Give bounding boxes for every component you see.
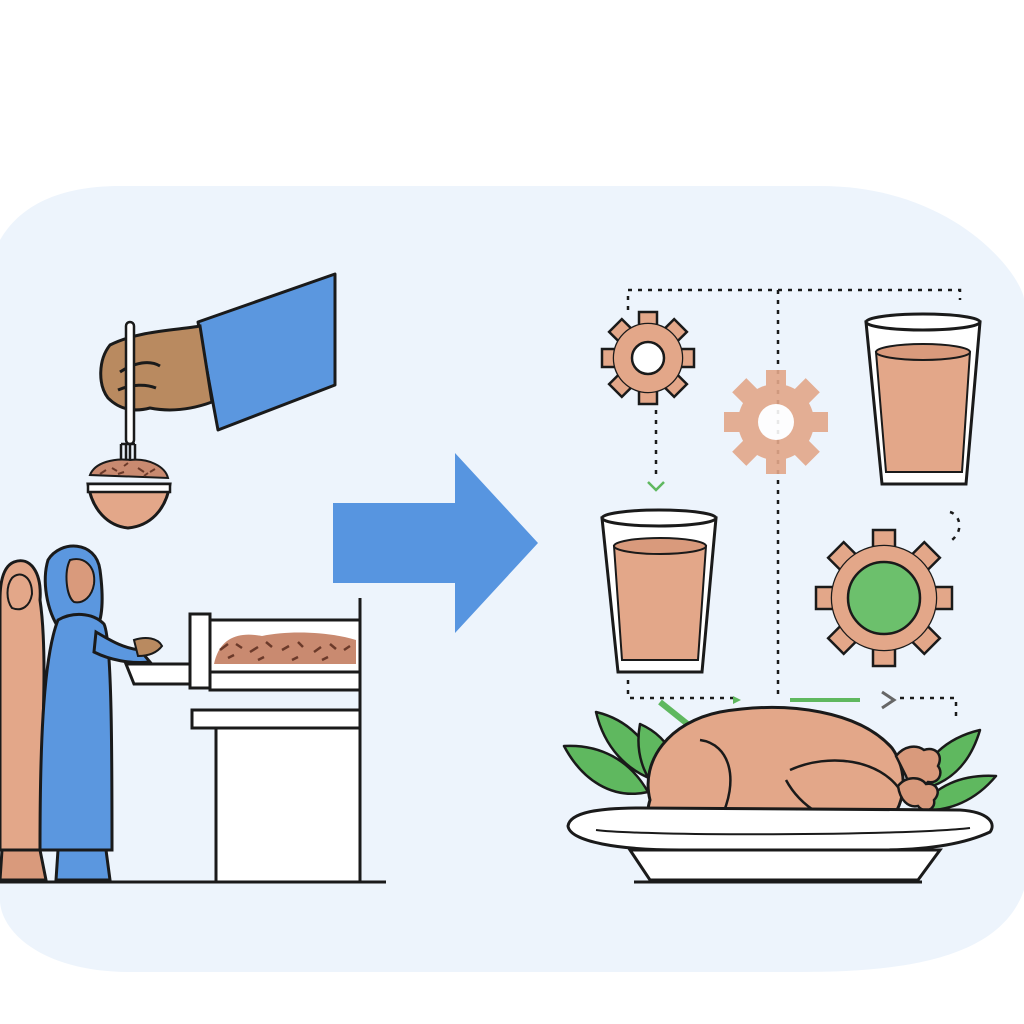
fork-handle bbox=[124, 320, 136, 446]
fork-tines bbox=[119, 442, 137, 466]
roast-chicken-icon bbox=[562, 699, 998, 882]
person-serving-icon bbox=[38, 544, 164, 882]
serving-counter-icon bbox=[188, 598, 362, 884]
small-green-arrow bbox=[733, 696, 741, 704]
gear-icon bbox=[814, 528, 954, 668]
dotted-connectors bbox=[626, 288, 962, 716]
right-arrow-icon bbox=[333, 453, 538, 633]
small-green-marker bbox=[647, 481, 665, 492]
gear-icon bbox=[724, 370, 828, 474]
meat-bowl-icon bbox=[86, 458, 172, 530]
grey-chevron-icon bbox=[881, 690, 897, 710]
gear-icon bbox=[600, 310, 696, 406]
glass-icon bbox=[600, 508, 718, 674]
serving-dish bbox=[123, 662, 199, 686]
glass-icon bbox=[864, 312, 982, 486]
hand-holding-fork-icon bbox=[99, 272, 337, 466]
